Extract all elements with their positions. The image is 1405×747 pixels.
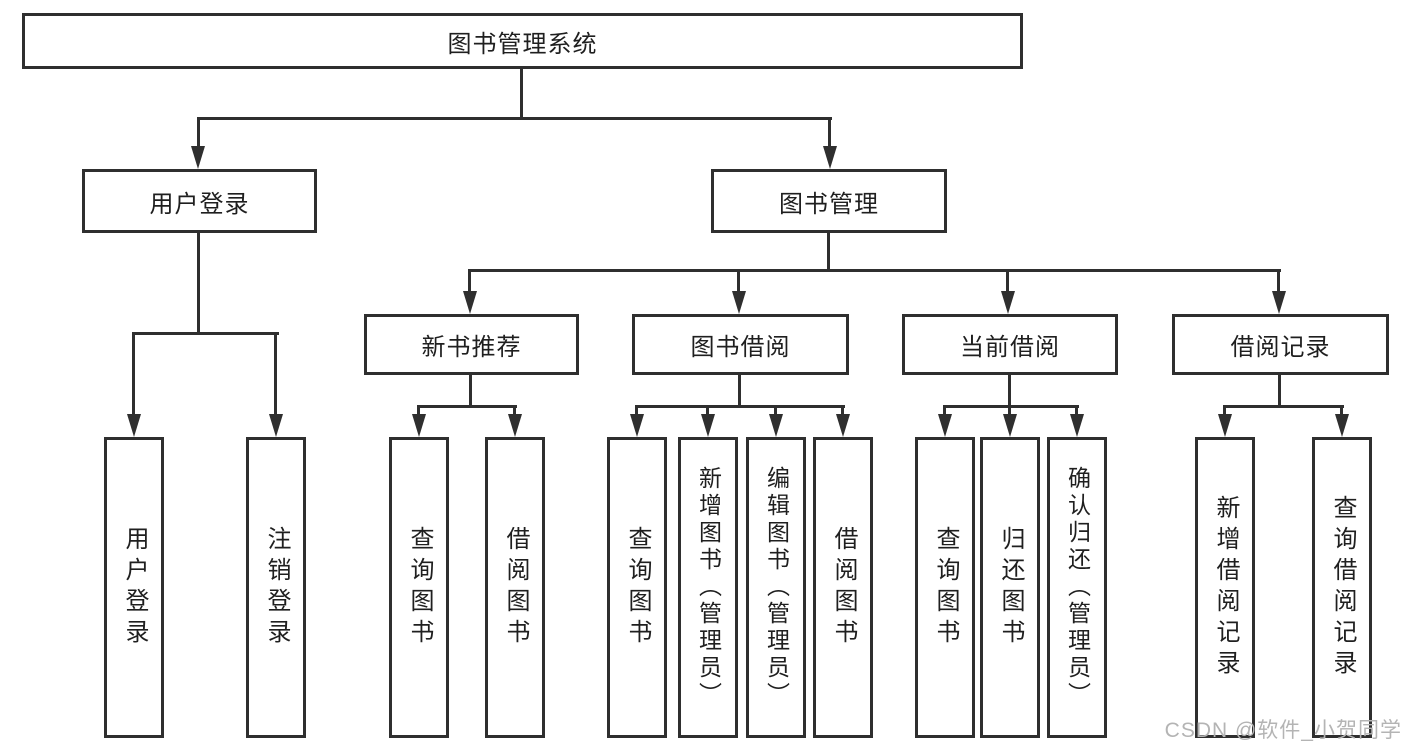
connector-line xyxy=(737,269,740,292)
connector-line xyxy=(468,269,471,292)
connector-line xyxy=(417,405,517,408)
connector-line xyxy=(1006,269,1009,292)
leaf-label: 借阅图书 xyxy=(830,525,857,650)
connector-line xyxy=(635,405,845,408)
node-current-borrowing: 当前借阅 xyxy=(902,314,1118,375)
leaf-label: 查询借阅记录 xyxy=(1329,494,1356,681)
connector-line xyxy=(1340,405,1343,415)
connector-line xyxy=(943,405,946,415)
arrow-down-icon xyxy=(508,414,522,437)
leaf-label: 编辑图书（管理员） xyxy=(763,466,790,709)
connector-line xyxy=(197,117,200,147)
connector-line xyxy=(513,405,516,415)
arrow-down-icon xyxy=(127,414,141,437)
connector-line xyxy=(417,405,420,415)
connector-line xyxy=(828,117,831,147)
arrow-down-icon xyxy=(701,414,715,437)
leaf-logout: 注销登录 xyxy=(246,437,306,738)
connector-line xyxy=(774,405,777,415)
leaf-label: 查询图书 xyxy=(624,525,651,650)
arrow-down-icon xyxy=(836,414,850,437)
connector-line xyxy=(738,372,741,408)
connector-line xyxy=(1008,405,1011,415)
connector-line xyxy=(635,405,638,415)
leaf-borrow-books-recommend: 借阅图书 xyxy=(485,437,545,738)
connector-line xyxy=(468,269,1281,272)
leaf-query-books-borrow: 查询图书 xyxy=(607,437,667,738)
node-user-login: 用户登录 xyxy=(82,169,317,233)
leaf-query-books-recommend: 查询图书 xyxy=(389,437,449,738)
node-library-system: 图书管理系统 xyxy=(22,13,1023,69)
leaf-label: 新增借阅记录 xyxy=(1212,494,1239,681)
arrow-down-icon xyxy=(191,146,205,169)
node-book-borrowing: 图书借阅 xyxy=(632,314,849,375)
arrow-down-icon xyxy=(1070,414,1084,437)
node-new-book-recommendation: 新书推荐 xyxy=(364,314,579,375)
leaf-label: 查询图书 xyxy=(932,525,959,650)
leaf-label: 查询图书 xyxy=(406,525,433,650)
leaf-return-books: 归还图书 xyxy=(980,437,1040,738)
leaf-label: 确认归还（管理员） xyxy=(1064,466,1091,709)
arrow-down-icon xyxy=(1003,414,1017,437)
leaf-label: 注销登录 xyxy=(263,525,290,650)
arrow-down-icon xyxy=(769,414,783,437)
connector-line xyxy=(132,332,135,414)
connector-line xyxy=(1223,405,1344,408)
arrow-down-icon xyxy=(823,146,837,169)
leaf-label: 用户登录 xyxy=(121,525,148,650)
connector-line xyxy=(197,230,200,335)
leaf-edit-books-admin: 编辑图书（管理员） xyxy=(746,437,806,738)
leaf-label: 借阅图书 xyxy=(502,525,529,650)
connector-line xyxy=(132,332,279,335)
connector-line xyxy=(1075,405,1078,415)
arrow-down-icon xyxy=(1335,414,1349,437)
arrow-down-icon xyxy=(412,414,426,437)
arrow-down-icon xyxy=(463,291,477,314)
leaf-query-books-current: 查询图书 xyxy=(915,437,975,738)
connector-line xyxy=(469,372,472,408)
connector-line xyxy=(1008,372,1011,408)
connector-line xyxy=(1278,372,1281,408)
leaf-borrow-books-borrow: 借阅图书 xyxy=(813,437,873,738)
arrow-down-icon xyxy=(1001,291,1015,314)
arrow-down-icon xyxy=(1218,414,1232,437)
node-book-management: 图书管理 xyxy=(711,169,947,233)
connector-line xyxy=(1223,405,1226,415)
leaf-query-borrow-record: 查询借阅记录 xyxy=(1312,437,1372,738)
csdn-watermark: CSDN @软件_小贺同学 xyxy=(1164,719,1402,742)
leaf-add-books-admin: 新增图书（管理员） xyxy=(678,437,738,738)
leaf-add-borrow-record: 新增借阅记录 xyxy=(1195,437,1255,738)
arrow-down-icon xyxy=(938,414,952,437)
arrow-down-icon xyxy=(269,414,283,437)
arrow-down-icon xyxy=(1272,291,1286,314)
connector-line xyxy=(943,405,1079,408)
arrow-down-icon xyxy=(630,414,644,437)
connector-line xyxy=(197,117,832,120)
connector-line xyxy=(274,332,277,414)
leaf-label: 归还图书 xyxy=(997,525,1024,650)
connector-line xyxy=(1277,269,1280,292)
connector-line xyxy=(706,405,709,415)
arrow-down-icon xyxy=(732,291,746,314)
leaf-user-login: 用户登录 xyxy=(104,437,164,738)
connector-line xyxy=(841,405,844,415)
connector-line xyxy=(520,66,523,120)
node-borrowing-records: 借阅记录 xyxy=(1172,314,1389,375)
leaf-confirm-return-admin: 确认归还（管理员） xyxy=(1047,437,1107,738)
connector-line xyxy=(827,230,830,272)
leaf-label: 新增图书（管理员） xyxy=(695,466,722,709)
